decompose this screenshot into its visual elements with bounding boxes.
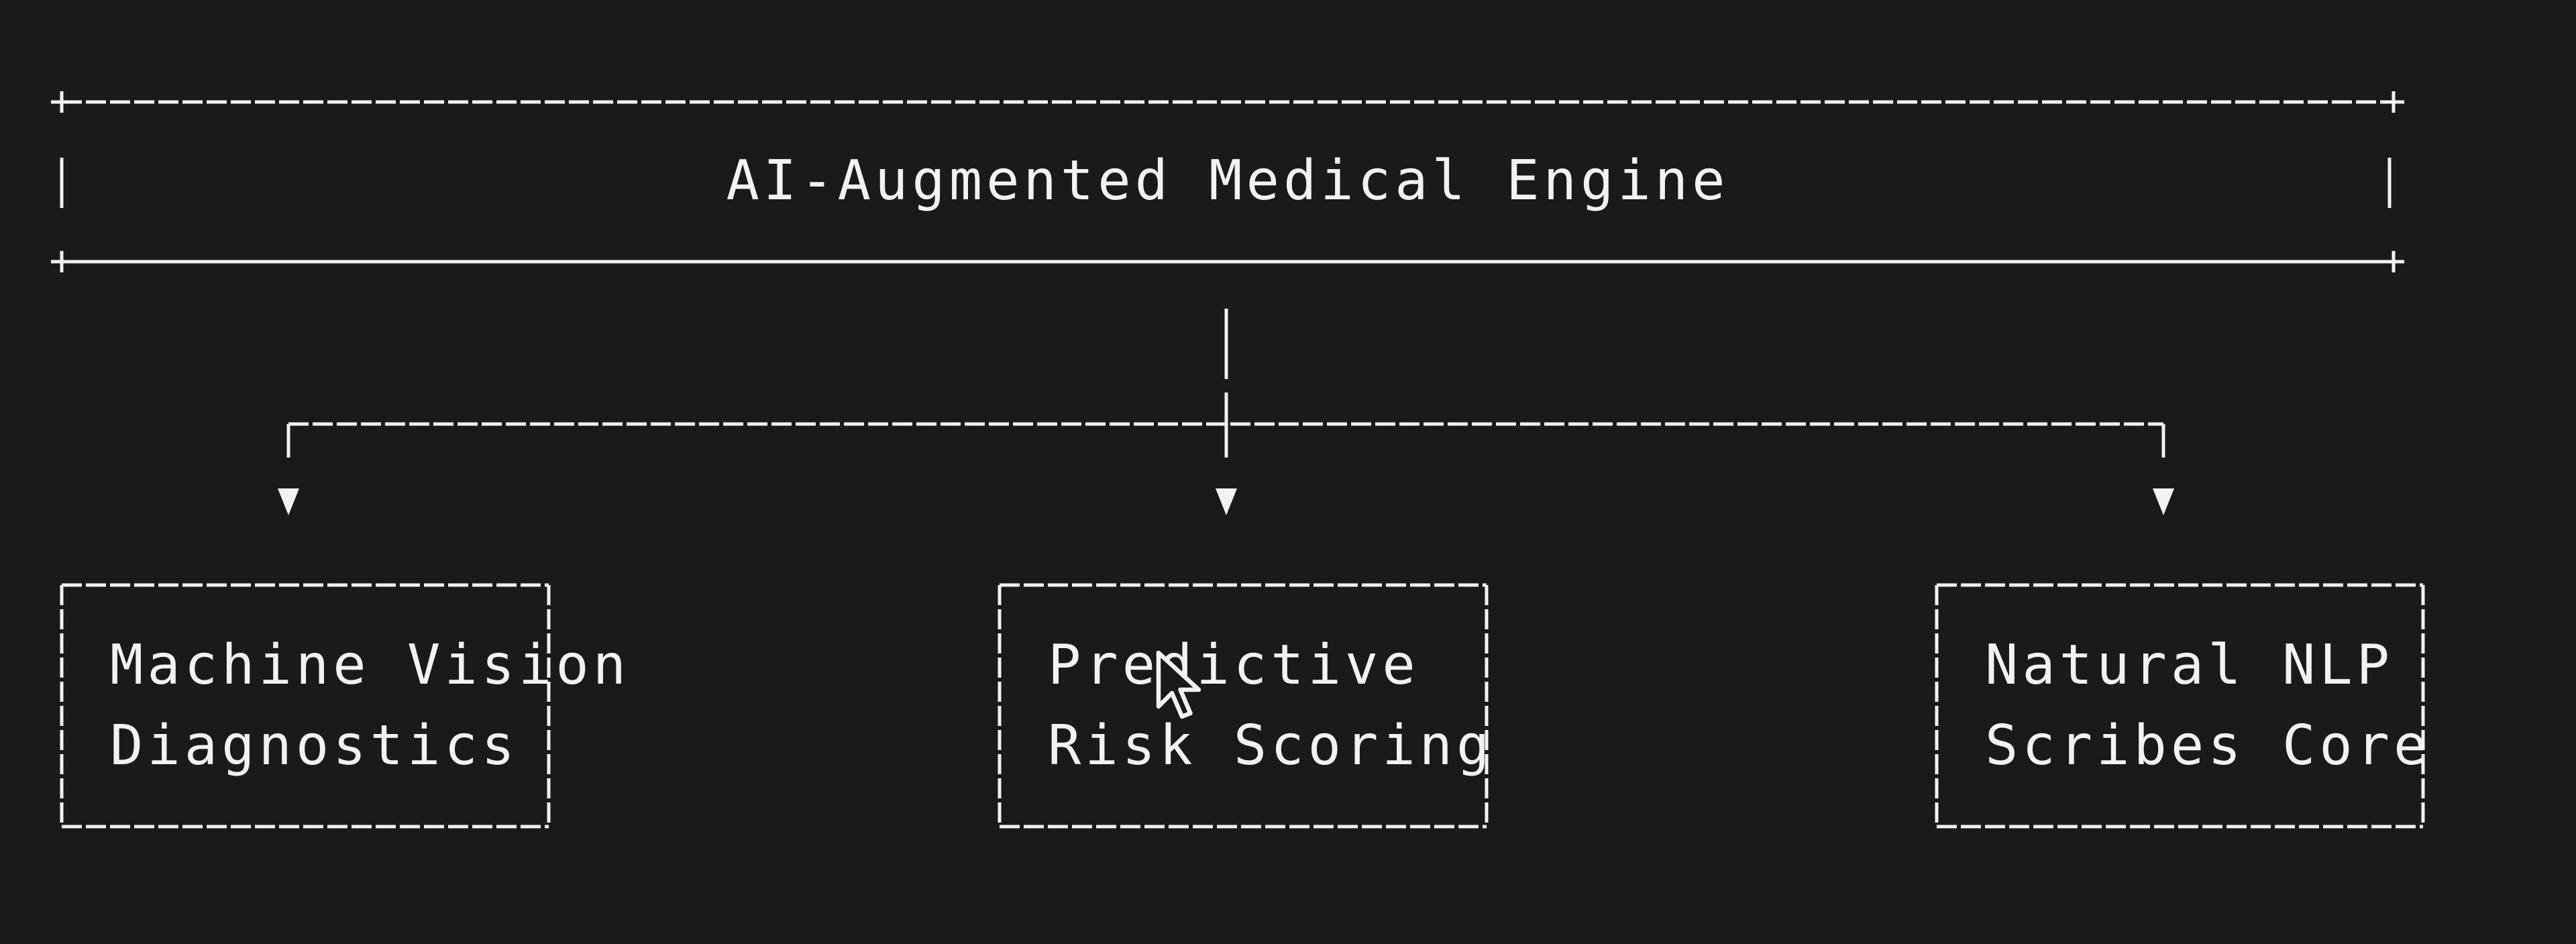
node-machine-vision-line-2: Diagnostics [110, 714, 519, 778]
node-natural-nlp-line-2: Scribes Core [1985, 714, 2431, 778]
mouse-pointer-icon [1156, 650, 1201, 719]
arrow-down-icon [278, 488, 299, 515]
node-box-predictive-risk [998, 583, 1489, 829]
diagram-title: AI-Augmented Medical Engine [726, 149, 1729, 213]
arrow-down-icon [2153, 488, 2174, 515]
title-box-corners [51, 91, 2404, 272]
arrow-down-icon [1216, 488, 1237, 515]
node-natural-nlp-line-1: Natural NLP [1985, 633, 2394, 697]
title-box [51, 91, 2404, 272]
node-predictive-risk-line-1: Predictive [1048, 633, 1419, 697]
connector-lines [286, 309, 2165, 458]
node-box-natural-nlp [1935, 583, 2425, 829]
node-predictive-risk-line-2: Risk Scoring [1048, 714, 1494, 778]
node-box-machine-vision [60, 583, 551, 829]
node-machine-vision-line-1: Machine Vision [110, 633, 631, 697]
